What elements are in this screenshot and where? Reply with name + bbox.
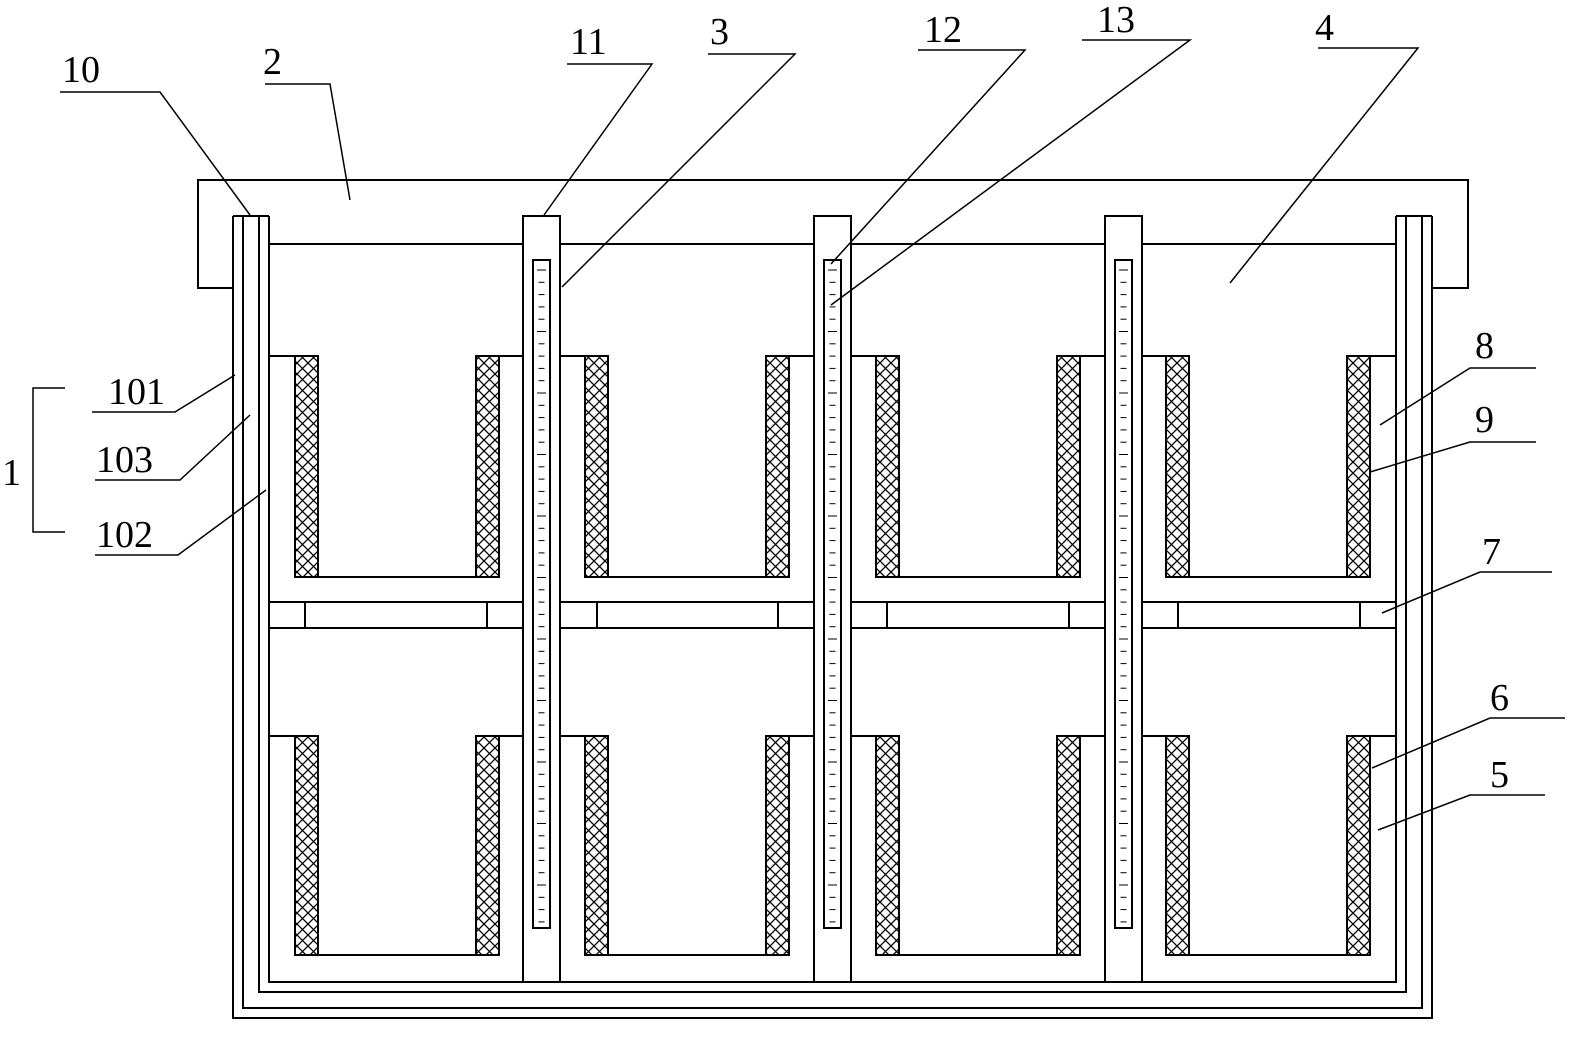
dividers bbox=[522, 215, 1143, 983]
lower-pad-left-3 bbox=[875, 735, 900, 956]
lower-pad-right-2 bbox=[765, 735, 790, 956]
reference-numbers: 10 2 11 3 12 13 4 8 9 7 6 5 101 103 102 … bbox=[2, 0, 1509, 796]
outer-wall-layer-1 bbox=[232, 216, 1433, 1019]
label-10: 10 bbox=[62, 49, 100, 91]
upper-pad-right-3 bbox=[1056, 355, 1081, 578]
lid bbox=[197, 179, 1469, 289]
upper-pad-left-3 bbox=[875, 355, 900, 578]
shelf-support-tabs bbox=[269, 602, 1396, 629]
scale-ticks-1 bbox=[537, 269, 546, 923]
hatched-pads bbox=[294, 355, 1371, 956]
label-103: 103 bbox=[96, 439, 153, 481]
label-101: 101 bbox=[108, 371, 165, 413]
label-5: 5 bbox=[1490, 754, 1509, 796]
lower-pad-left-1 bbox=[294, 735, 319, 956]
label-3: 3 bbox=[710, 11, 729, 53]
upper-tray-3 bbox=[851, 355, 1105, 578]
lower-pad-right-4 bbox=[1346, 735, 1371, 956]
scale-ticks-3 bbox=[1119, 269, 1128, 923]
label-102: 102 bbox=[96, 514, 153, 556]
label-1: 1 bbox=[2, 452, 21, 494]
upper-pad-left-2 bbox=[584, 355, 609, 578]
scale-ticks-2 bbox=[828, 269, 837, 923]
label-13: 13 bbox=[1097, 0, 1135, 41]
upper-tray-2 bbox=[561, 355, 814, 578]
lower-tray-1 bbox=[269, 735, 523, 956]
label-6: 6 bbox=[1490, 677, 1509, 719]
upper-pad-right-1 bbox=[475, 355, 500, 578]
lower-tray-4 bbox=[1142, 735, 1396, 956]
upper-pad-right-2 bbox=[765, 355, 790, 578]
scale-2 bbox=[823, 259, 842, 929]
upper-pad-left-1 bbox=[294, 355, 319, 578]
label-9: 9 bbox=[1475, 399, 1494, 441]
lower-tray-3 bbox=[851, 735, 1105, 956]
scale-1 bbox=[532, 259, 551, 929]
leader-lines bbox=[32, 39, 1565, 831]
upper-tray-4 bbox=[1142, 355, 1396, 578]
upper-tray-1 bbox=[269, 355, 523, 578]
upper-pad-right-4 bbox=[1346, 355, 1371, 578]
lower-pad-right-3 bbox=[1056, 735, 1081, 956]
lower-pad-right-1 bbox=[475, 735, 500, 956]
lower-pad-left-2 bbox=[584, 735, 609, 956]
label-4: 4 bbox=[1315, 7, 1334, 49]
label-8: 8 bbox=[1475, 325, 1494, 367]
label-2: 2 bbox=[263, 41, 282, 83]
label-12: 12 bbox=[924, 9, 962, 51]
outer-wall-layer-2 bbox=[242, 216, 1423, 1009]
outer-wall-layer-3 bbox=[258, 216, 1407, 993]
scale-3 bbox=[1114, 259, 1133, 929]
upper-pad-left-4 bbox=[1165, 355, 1190, 578]
lower-pad-left-4 bbox=[1165, 735, 1190, 956]
lower-tray-2 bbox=[561, 735, 814, 956]
label-11: 11 bbox=[570, 21, 607, 63]
trays bbox=[269, 355, 1396, 956]
label-7: 7 bbox=[1482, 531, 1501, 573]
